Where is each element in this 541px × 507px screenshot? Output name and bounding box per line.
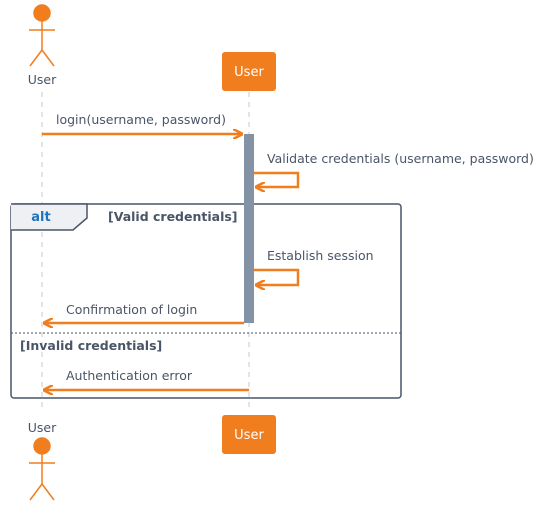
actor-top: User [28, 4, 57, 87]
actor-bottom: User [28, 420, 57, 501]
message-label-login: login(username, password) [56, 112, 226, 127]
message-label-validate: Validate credentials (username, password… [267, 151, 534, 166]
guard-valid-credentials: [Valid credentials] [108, 209, 238, 224]
message-authentication-error: Authentication error [44, 368, 249, 390]
participant-box-top: User [222, 52, 276, 91]
actor-label-bottom: User [28, 420, 57, 435]
message-establish-session: Establish session [254, 248, 374, 285]
activation-bar [244, 134, 254, 323]
actor-label-top: User [28, 72, 57, 87]
participant-label-top: User [234, 65, 264, 80]
arrow-establish-session [254, 268, 300, 285]
message-label-establish-session: Establish session [267, 248, 374, 263]
message-confirmation: Confirmation of login [44, 302, 244, 323]
actor-stick-figure-icon [29, 437, 55, 501]
alt-fragment: alt [Valid credentials] [Invalid credent… [10, 203, 402, 399]
message-label-confirmation: Confirmation of login [66, 302, 197, 317]
participant-label-bottom: User [234, 428, 264, 443]
message-label-authentication-error: Authentication error [66, 368, 193, 383]
guard-invalid-credentials: [Invalid credentials] [20, 338, 162, 353]
participant-box-bottom: User [222, 415, 276, 454]
actor-stick-figure-icon [29, 4, 55, 67]
arrow-validate [254, 171, 300, 187]
message-login: login(username, password) [42, 112, 242, 134]
message-validate: Validate credentials (username, password… [254, 151, 534, 187]
alt-keyword: alt [31, 210, 50, 225]
